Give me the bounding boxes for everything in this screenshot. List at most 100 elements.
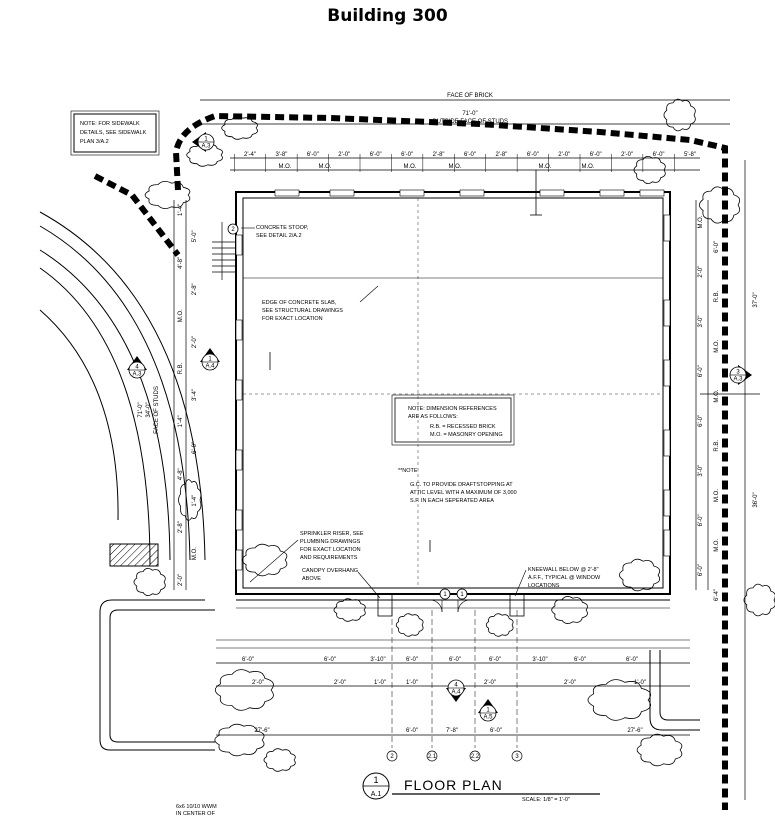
top-mo-label: M.O. xyxy=(319,164,332,170)
kneewall-note-line: KNEEWALL BELOW @ 2'-8" xyxy=(528,567,599,573)
right-dim-label: M.O. xyxy=(714,489,720,502)
grid-bubble-label: 2.1 xyxy=(428,754,437,760)
sprinkler-note-line: PLUMBING DRAWINGS xyxy=(300,539,361,545)
left-dim-label: 2'-8" xyxy=(178,521,184,533)
kneewall-note-line: LOCATIONS xyxy=(528,583,560,589)
bottom-total-label: 27'-6" xyxy=(254,728,269,734)
left-dim-label: 2'-0" xyxy=(178,574,184,586)
bottom-dim-label: 2'-0" xyxy=(564,680,576,686)
callout-sheet: A.3 xyxy=(201,144,211,150)
sidewalk-note: NOTE: FOR SIDEWALK DETAILS, SEE SIDEWALK… xyxy=(70,110,160,156)
walkway-right xyxy=(649,650,700,731)
callout-number: 1 xyxy=(208,357,212,363)
grid-bubble xyxy=(426,750,438,762)
bottom-dim-label: 6'-0" xyxy=(574,657,586,663)
stoop-stairs xyxy=(212,222,236,280)
top-mo-label: M.O. xyxy=(449,164,462,170)
left-dim-label: 1'-4" xyxy=(178,204,184,216)
grid-bubbles: 2 2.1 2.2 3 xyxy=(386,610,523,762)
svg-text:2: 2 xyxy=(231,227,235,233)
dimension-note-line: R.B. = RECESSED BRICK xyxy=(430,424,496,430)
bottom-note-line: IN CENTER OF xyxy=(176,811,215,817)
left-dim-label: R.B. xyxy=(178,362,184,374)
walkway xyxy=(99,599,215,751)
top-dim-label: 6'-0" xyxy=(401,152,413,158)
sidewalk-note-line: PLAN 3/A.2 xyxy=(80,139,109,145)
left-dim-label: 1'-4" xyxy=(178,415,184,427)
right-dim-label: 2'-0" xyxy=(698,266,704,278)
outside-face-label: OUTSIDE FACE OF STUDS xyxy=(432,119,508,125)
bottom-dim-label: 6'-0" xyxy=(449,657,461,663)
left-dim-label: 4'-8" xyxy=(178,468,184,480)
bottom-dim-label: 6'-0" xyxy=(626,657,638,663)
right-bottom-dim: 36'-0" xyxy=(753,492,759,507)
hatched-pad xyxy=(109,543,159,567)
left-secondary-dim: 34'-0" xyxy=(146,402,152,417)
sidewalk-note-line: NOTE: FOR SIDEWALK xyxy=(80,121,140,127)
bottom-total-label: 7'-8" xyxy=(446,728,458,734)
bottom-dim-label: 2'-0" xyxy=(334,680,346,686)
bottom-dim-label: 1'-0" xyxy=(406,680,418,686)
dimension-note-line: M.O. = MASONRY OPENING xyxy=(430,432,503,438)
top-dim-label: 6'-0" xyxy=(590,152,602,158)
right-dim-label: 6'-0" xyxy=(698,365,704,377)
top-dim-label: 2'-8" xyxy=(433,152,445,158)
sprinkler-note-line: SPRINKLER RISER, SEE xyxy=(300,531,364,537)
right-dim-label: M.O. xyxy=(714,389,720,402)
bottom-dim-label: 2'-0" xyxy=(484,680,496,686)
draftstop-note-line: G.C. TO PROVIDE DRAFTSTOPPING AT xyxy=(410,482,513,488)
bottom-dimension-strings: 6'-0"6'-0"3'-10"6'-0"6'-0"6'-0"3'-10"6'-… xyxy=(242,657,646,734)
storefront xyxy=(216,593,690,649)
stoop-note-line: CONCRETE STOOP, xyxy=(256,225,309,231)
bottom-dim-label: 6'-0" xyxy=(406,657,418,663)
grid-bubble xyxy=(386,750,398,762)
bottom-note-line: 6x6 10/10 WWM xyxy=(176,804,217,810)
top-mo-label: M.O. xyxy=(539,164,552,170)
slab-note-line: FOR EXACT LOCATION xyxy=(262,316,323,322)
bottom-dim-label: 6'-0" xyxy=(489,657,501,663)
grid-bubble xyxy=(511,750,523,762)
svg-text:1: 1 xyxy=(443,592,447,598)
sidewalk-note-line: DETAILS, SEE SIDEWALK xyxy=(80,130,147,136)
callout-sheet: A.4 xyxy=(205,364,215,370)
bottom-dim-label: 3'-10" xyxy=(370,657,385,663)
grid-bubble-label: 2.2 xyxy=(471,754,480,760)
canopy-note-line: ABOVE xyxy=(302,576,321,582)
bottom-dim-label: 6'-0" xyxy=(242,657,254,663)
dimension-note-line: ARE AS FOLLOWS: xyxy=(408,414,458,420)
grid-bubble-label: 2 xyxy=(390,754,394,760)
top-windows xyxy=(274,189,665,197)
left-dimension-lines xyxy=(173,200,187,590)
left-dim-label: 4'-8" xyxy=(178,257,184,269)
bottom-dim-label: 1'-0" xyxy=(374,680,386,686)
face-of-brick-label: FACE OF BRICK xyxy=(447,93,493,99)
slab-note-line: EDGE OF CONCRETE SLAB, xyxy=(262,300,337,306)
top-mo-label: M.O. xyxy=(582,164,595,170)
draftstop-note-line: S.F. IN EACH SEPERATED AREA xyxy=(410,498,494,504)
right-top-dim: 37'-0" xyxy=(753,292,759,307)
top-mo-label: M.O. xyxy=(404,164,417,170)
top-dim-label: 2'-4" xyxy=(244,152,256,158)
top-dim-label: 2'-0" xyxy=(558,152,570,158)
stoop-note-line: SEE DETAIL 2/A.2 xyxy=(256,233,302,239)
right-dim-label: 6'-0" xyxy=(698,564,704,576)
floor-plan-scale: SCALE: 1/8" = 1'-0" xyxy=(522,797,570,803)
right-dim-label: R.B. xyxy=(714,290,720,302)
top-dim-label: 6'-0" xyxy=(653,152,665,158)
callout-number: 3 xyxy=(736,370,740,376)
bottom-dim-label: 1'-0" xyxy=(634,680,646,686)
grid-bubble-label: 3 xyxy=(515,754,519,760)
left-dim-label: 2'-0" xyxy=(192,336,198,348)
side-windows xyxy=(235,214,671,571)
right-dim-label: 6'-0" xyxy=(698,514,704,526)
right-dim-label: M.O. xyxy=(714,538,720,551)
dimension-note-box: NOTE: DIMENSION REFERENCES ARE AS FOLLOW… xyxy=(391,394,515,446)
bottom-dim-label: 2'-0" xyxy=(252,680,264,686)
right-dim-label: 3'-0" xyxy=(698,465,704,477)
left-dim-label: M.O. xyxy=(178,309,184,322)
draftstop-note-line: ATTIC LEVEL WITH A MAXIMUM OF 3,000 xyxy=(410,490,517,496)
right-dim-label: 6'-0" xyxy=(698,415,704,427)
top-dimension-strings: 2'-4"3'-8"6'-0"2'-0"6'-0"6'-0"2'-8"6'-0"… xyxy=(234,152,696,172)
left-dimension-strings: 1'-4"5'-0"4'-8"2'-8"M.O.2'-0"R.B.3'-4"1'… xyxy=(178,204,198,586)
slab-note-line: SEE STRUCTURAL DRAWINGS xyxy=(262,308,343,314)
